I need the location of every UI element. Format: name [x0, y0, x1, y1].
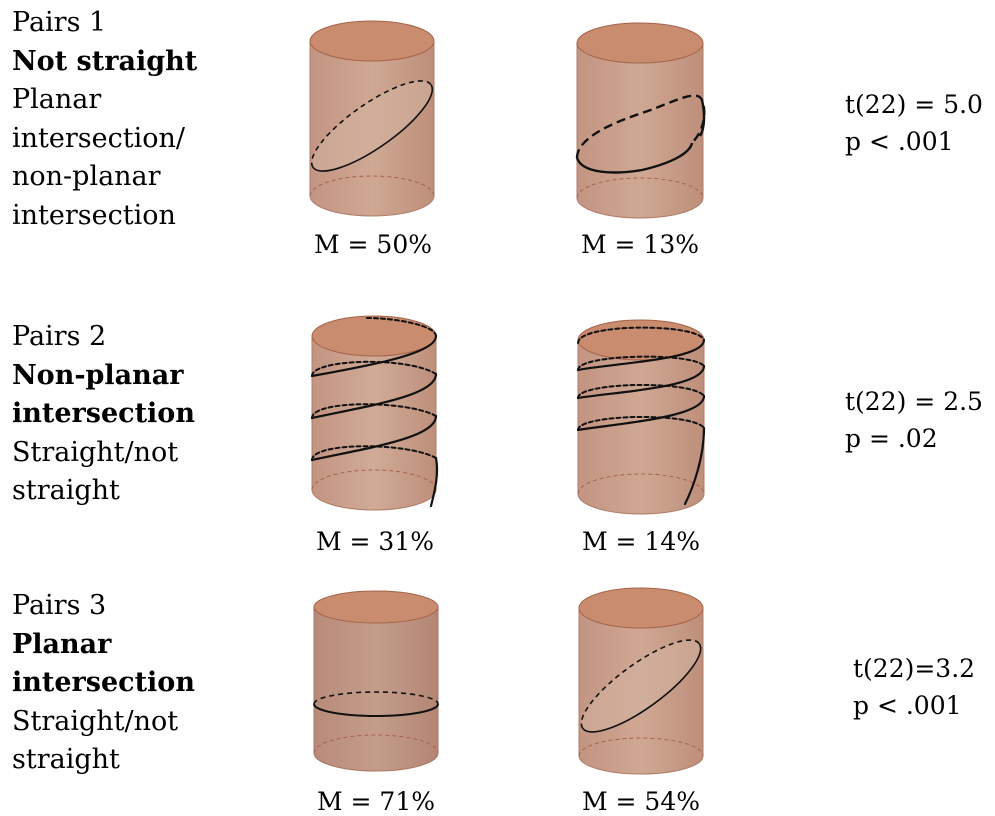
- pair-2-title: Pairs 2: [12, 321, 107, 352]
- pair-3-t-stat: t(22)=3.2: [853, 654, 976, 683]
- pair-3-heading-2: intersection: [12, 667, 195, 698]
- cylinder-pair-2-right: [576, 319, 706, 515]
- pair-1-left-mean: M = 50%: [313, 230, 433, 259]
- pair-1-desc-4: intersection: [12, 199, 176, 231]
- pair-1-t-stat: t(22) = 5.0: [845, 90, 983, 119]
- pair-3-desc-2: straight: [12, 744, 120, 775]
- pair-2-right-mean: M = 14%: [581, 527, 701, 556]
- pair-2-label: Pairs 2 Non-planar intersection Straight…: [12, 318, 195, 511]
- pair-1-label: Pairs 1 Not straight Planar intersection…: [12, 4, 197, 235]
- pair-1-desc-2: intersection/: [12, 122, 185, 154]
- pair-2-left-mean: M = 31%: [315, 527, 435, 556]
- pair-2-t-stat: t(22) = 2.5: [845, 387, 983, 416]
- pair-3-heading-1: Planar: [12, 628, 112, 660]
- pair-3-label: Pairs 3 Planar intersection Straight/not…: [12, 587, 195, 780]
- pair-3-left-mean: M = 71%: [316, 787, 436, 816]
- pair-3-desc-1: Straight/not: [12, 705, 179, 737]
- pair-2-heading-2: intersection: [12, 398, 195, 429]
- cylinder-pair-3-right: [578, 587, 704, 775]
- pair-3-right-mean: M = 54%: [581, 787, 701, 816]
- pair-2-heading-1: Non-planar: [12, 359, 184, 391]
- pair-2-desc-1: Straight/not: [12, 436, 179, 468]
- pair-2-p-value: p = .02: [845, 424, 938, 453]
- pair-1-heading: Not straight: [12, 45, 198, 77]
- pair-1-stats: t(22) = 5.0 p < .001: [845, 86, 983, 160]
- cylinder-pair-3-left: [313, 590, 439, 772]
- pair-1-desc-3: non-planar: [12, 161, 161, 192]
- pair-1-right-mean: M = 13%: [580, 230, 700, 259]
- pair-3-stats: t(22)=3.2 p < .001: [853, 650, 975, 724]
- pair-1-title: Pairs 1: [12, 7, 107, 38]
- pair-3-title: Pairs 3: [12, 590, 107, 621]
- pair-3-p-value: p < .001: [853, 691, 962, 720]
- cylinder-pair-1-left: [309, 20, 435, 217]
- pair-2-desc-2: straight: [12, 475, 120, 506]
- cylinder-pair-1-right: [575, 22, 706, 219]
- pair-1-p-value: p < .001: [845, 127, 954, 156]
- pair-2-stats: t(22) = 2.5 p = .02: [845, 383, 983, 457]
- pair-1-desc-1: Planar: [12, 84, 102, 115]
- cylinder-pair-2-left: [310, 315, 439, 511]
